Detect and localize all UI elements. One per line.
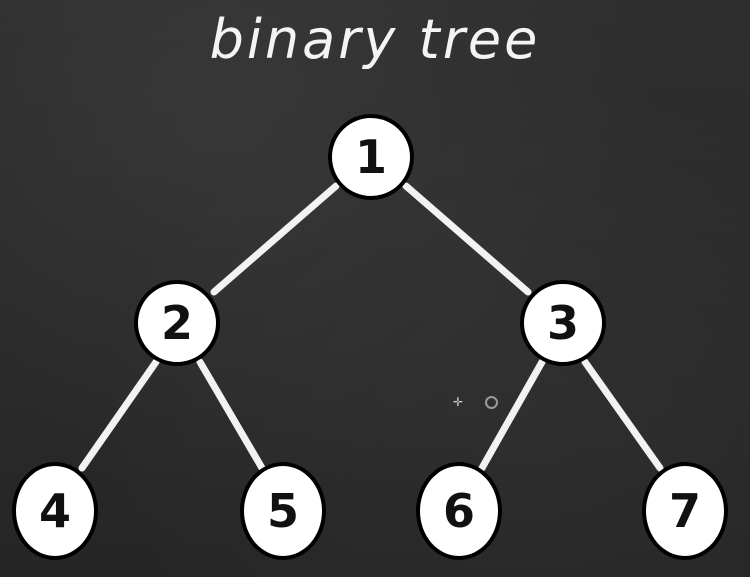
edge-2-4 bbox=[78, 358, 160, 472]
tree-node-6: 6 bbox=[416, 462, 502, 560]
edge-1-3 bbox=[402, 182, 532, 296]
edge-2-5 bbox=[196, 358, 266, 472]
edge-1-2 bbox=[210, 182, 340, 296]
diagram-title: binary tree bbox=[209, 8, 541, 71]
node-label: 7 bbox=[668, 484, 701, 538]
node-label: 4 bbox=[38, 484, 71, 538]
edge-3-6 bbox=[478, 358, 546, 472]
crosshair-cursor-icon: ✛ bbox=[453, 395, 464, 409]
tree-node-4: 4 bbox=[12, 462, 98, 560]
tree-node-2: 2 bbox=[134, 280, 220, 366]
tree-node-1: 1 bbox=[328, 114, 414, 200]
tree-node-3: 3 bbox=[520, 280, 606, 366]
tree-node-7: 7 bbox=[642, 462, 728, 560]
edge-3-7 bbox=[581, 358, 664, 472]
node-label: 1 bbox=[354, 130, 387, 184]
tree-node-5: 5 bbox=[240, 462, 326, 560]
node-label: 5 bbox=[266, 484, 299, 538]
node-label: 3 bbox=[546, 296, 579, 350]
node-label: 6 bbox=[442, 484, 475, 538]
circle-cursor-icon bbox=[485, 396, 498, 409]
node-label: 2 bbox=[160, 296, 193, 350]
